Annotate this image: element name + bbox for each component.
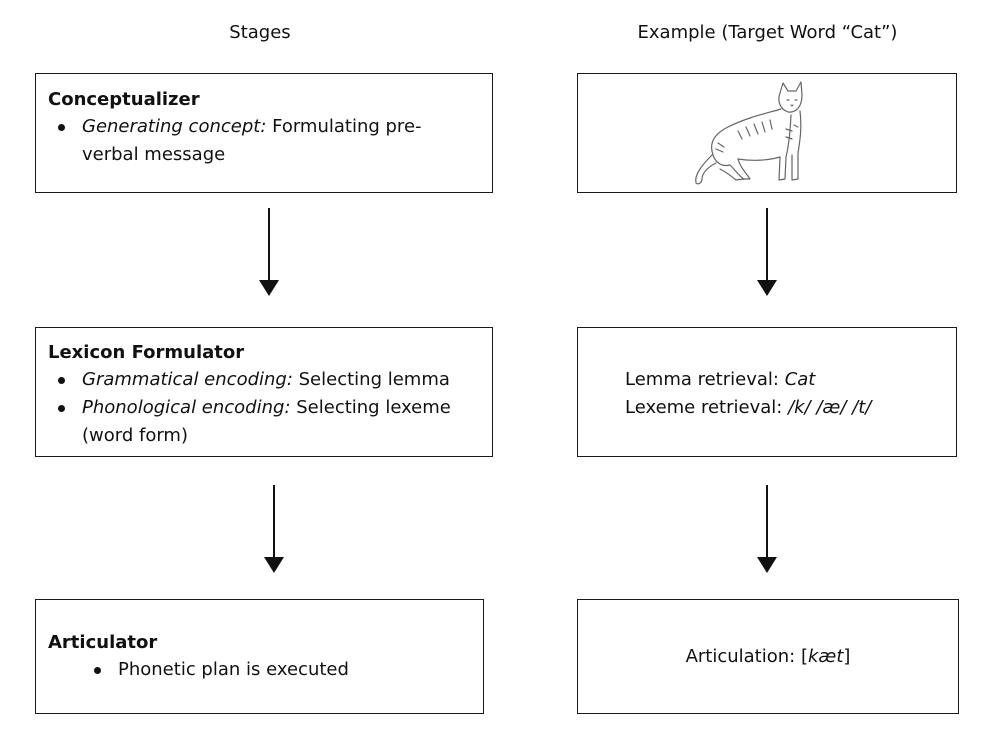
lexicon-formulator-title: Lexicon Formulator bbox=[48, 342, 245, 363]
cat-illustration-icon bbox=[695, 81, 803, 185]
lexicon-bullets: Grammatical encoding: Selecting lemma Ph… bbox=[48, 366, 492, 450]
list-item: Generating concept: Formulating pre- ver… bbox=[48, 113, 492, 169]
articulator-title: Articulator bbox=[48, 632, 158, 653]
arrow-down-icon bbox=[757, 485, 777, 573]
articulator-box: Articulator Phonetic plan is executed bbox=[35, 599, 484, 714]
lexeme-retrieval-label: Lexeme retrieval: bbox=[625, 397, 789, 418]
bullet-text: Formulating pre- bbox=[266, 116, 422, 137]
arrow-down-icon bbox=[264, 485, 284, 573]
lemma-word: Cat bbox=[784, 369, 816, 390]
arrow-down-icon bbox=[259, 208, 279, 296]
bullet-dot bbox=[94, 667, 101, 674]
lexeme-phoneme-k: /k/ bbox=[788, 397, 811, 418]
retrieval-box: Lemma retrieval: Cat Lexeme retrieval: /… bbox=[577, 327, 957, 457]
conceptualizer-bullets: Generating concept: Formulating pre- ver… bbox=[48, 113, 492, 169]
bullet-dot bbox=[58, 377, 65, 384]
articulation-bracket: ] bbox=[843, 645, 851, 667]
bullet-text: Selecting lemma bbox=[292, 369, 450, 390]
bullet-text-continued: (word form) bbox=[82, 425, 188, 446]
bullet-text: Selecting lexeme bbox=[290, 397, 451, 418]
bullet-text: Phonetic plan is executed bbox=[118, 659, 349, 680]
articulator-bullets: Phonetic plan is executed bbox=[48, 656, 483, 684]
lemma-retrieval-line: Lemma retrieval: Cat bbox=[625, 366, 956, 394]
articulation-ipa: kæt bbox=[807, 645, 844, 667]
lexeme-phoneme-t: /t/ bbox=[852, 397, 872, 418]
arrow-down-icon bbox=[757, 208, 777, 296]
bullet-emphasis: Grammatical encoding: bbox=[82, 369, 293, 390]
articulation-label: Articulation: [ bbox=[685, 645, 808, 667]
bullet-text-continued: verbal message bbox=[82, 144, 226, 165]
bullet-emphasis: Phonological encoding: bbox=[82, 397, 291, 418]
lexicon-formulator-box: Lexicon Formulator Grammatical encoding:… bbox=[35, 327, 493, 457]
bullet-emphasis: Generating concept: bbox=[82, 116, 267, 137]
conceptualizer-title: Conceptualizer bbox=[48, 89, 200, 110]
list-item: Phonetic plan is executed bbox=[84, 656, 483, 684]
articulation-line: Articulation: [kæt] bbox=[686, 643, 851, 671]
list-item: Phonological encoding: Selecting lexeme … bbox=[48, 394, 492, 450]
lexeme-retrieval-line: Lexeme retrieval: /k/ /æ/ /t/ bbox=[625, 394, 956, 422]
lemma-retrieval-label: Lemma retrieval: bbox=[625, 369, 785, 390]
stages-header: Stages bbox=[229, 22, 291, 43]
conceptualizer-box: Conceptualizer Generating concept: Formu… bbox=[35, 73, 493, 193]
example-header: Example (Target Word “Cat”) bbox=[637, 22, 898, 43]
articulation-box: Articulation: [kæt] bbox=[577, 599, 959, 714]
bullet-dot bbox=[58, 405, 65, 412]
cat-picture-box bbox=[577, 73, 957, 193]
bullet-dot bbox=[58, 124, 65, 131]
lexeme-phoneme-ae: /æ/ bbox=[816, 397, 847, 418]
list-item: Grammatical encoding: Selecting lemma bbox=[48, 366, 492, 394]
